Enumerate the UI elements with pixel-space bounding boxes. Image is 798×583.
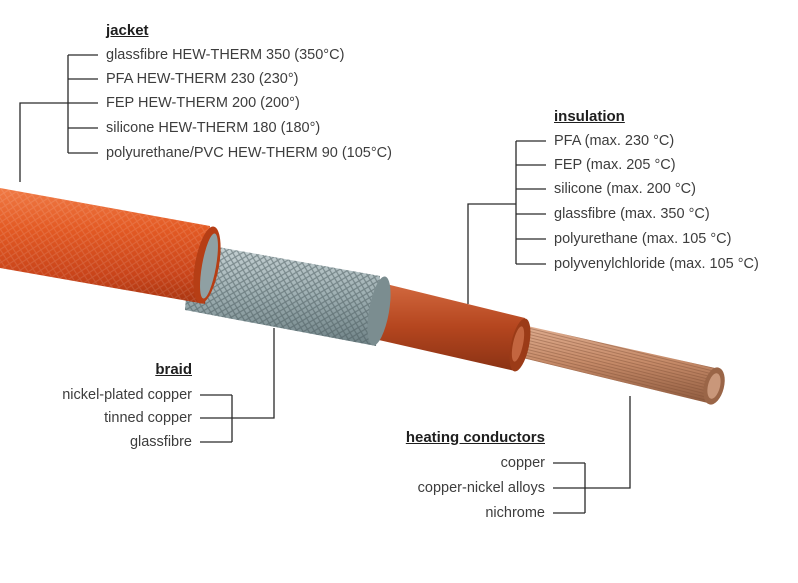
braid-item: glassfibre <box>129 434 192 450</box>
jacket-leader <box>19 102 68 182</box>
insulation-item: FEP (max. 205 °C) <box>554 157 676 173</box>
insulation-item: polyvenylchloride (max. 105 °C) <box>554 256 759 272</box>
heating-conductors-item: nichrome <box>485 505 545 521</box>
jacket-item: polyurethane/PVC HEW-THERM 90 (105°C) <box>106 145 392 161</box>
insulation-segment <box>370 282 531 372</box>
insulation-item: glassfibre (max. 350 °C) <box>554 206 710 222</box>
insulation-item: polyurethane (max. 105 °C) <box>554 231 732 247</box>
insulation-heading: insulation <box>554 108 625 125</box>
insulation-item: silicone (max. 200 °C) <box>554 181 696 197</box>
leader-lines <box>19 54 631 514</box>
heating-conductor-segment <box>498 321 725 405</box>
braid-leader <box>232 328 275 419</box>
jacket-item: glassfibre HEW-THERM 350 (350°C) <box>106 47 345 63</box>
insulation-leader <box>467 203 516 304</box>
jacket-item: PFA HEW-THERM 230 (230°) <box>106 71 299 87</box>
jacket-segment <box>0 188 221 304</box>
braid-item: nickel-plated copper <box>62 387 192 403</box>
braid-item: tinned copper <box>104 410 192 426</box>
braid-heading: braid <box>155 361 192 378</box>
jacket-heading: jacket <box>106 22 149 39</box>
heating-conductors-leader <box>585 396 631 489</box>
jacket-item: FEP HEW-THERM 200 (200°) <box>106 95 300 111</box>
braid-segment <box>185 242 391 346</box>
insulation-item: PFA (max. 230 °C) <box>554 133 675 149</box>
heating-conductors-item: copper <box>500 455 545 471</box>
heating-conductors-heading: heating conductors <box>405 429 545 446</box>
heating-conductors-item: copper-nickel alloys <box>417 480 545 496</box>
jacket-item: silicone HEW-THERM 180 (180°) <box>106 120 321 136</box>
